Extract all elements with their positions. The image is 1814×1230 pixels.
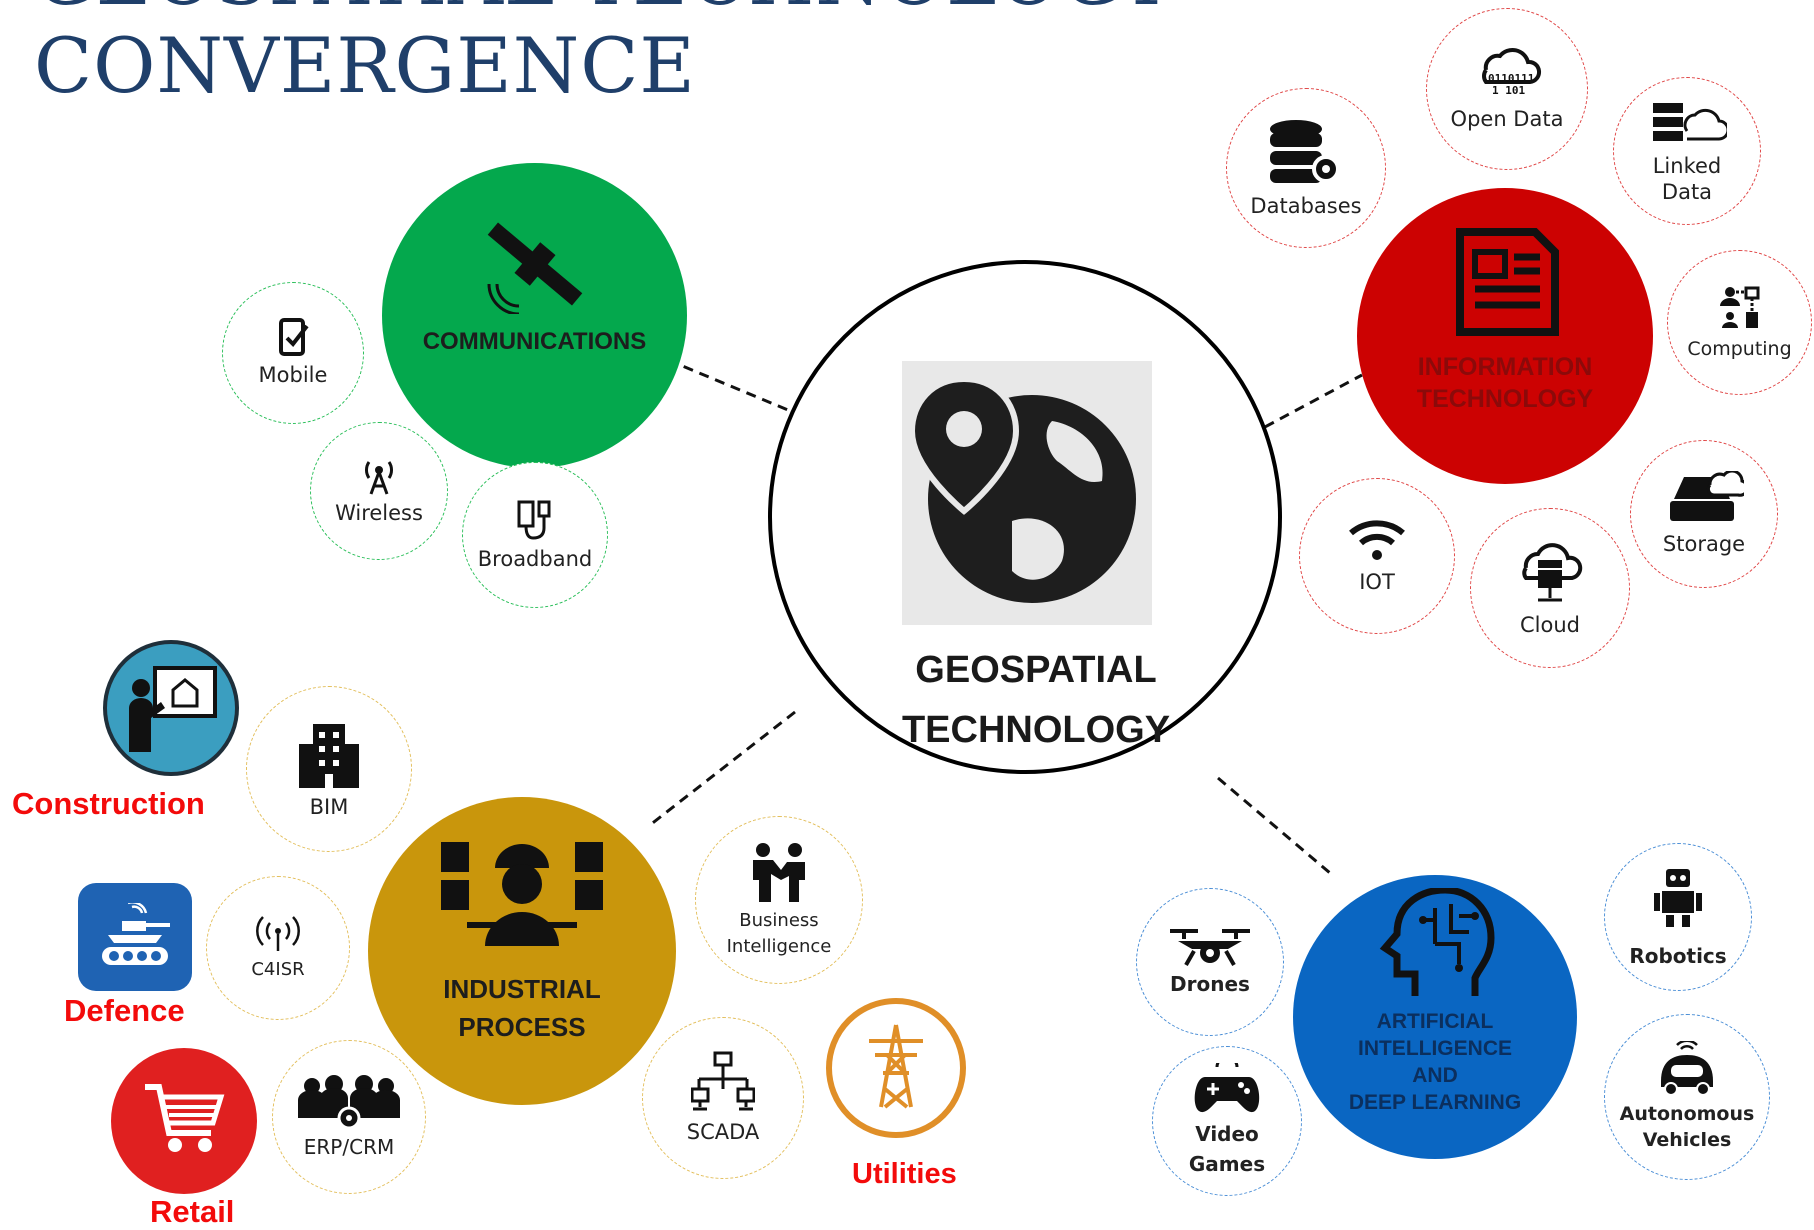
item-storage[interactable]: Storage bbox=[1630, 440, 1778, 588]
hub-communications-label: COMMUNICATIONS bbox=[422, 327, 647, 355]
signal-icon bbox=[250, 913, 306, 957]
item-scada[interactable]: SCADA bbox=[642, 1017, 804, 1179]
sector-utilities-label: Utilities bbox=[852, 1158, 957, 1190]
item-robotics[interactable]: Robotics bbox=[1604, 843, 1752, 991]
construction-icon bbox=[121, 658, 221, 758]
hub-communications: COMMUNICATIONS bbox=[382, 163, 687, 468]
autonomous-car-icon bbox=[1655, 1039, 1719, 1101]
mobile-icon bbox=[273, 318, 313, 362]
item-video-games[interactable]: Video Games bbox=[1152, 1046, 1302, 1196]
globe-pin-icon bbox=[902, 361, 1152, 625]
item-wireless[interactable]: Wireless bbox=[310, 422, 448, 560]
drone-icon bbox=[1168, 927, 1252, 971]
database-icon bbox=[1266, 117, 1346, 193]
connector-industrial bbox=[649, 710, 796, 827]
item-c4isr-label: C4ISR bbox=[251, 959, 305, 980]
storage-icon bbox=[1664, 469, 1749, 531]
sector-retail-badge bbox=[111, 1048, 257, 1194]
brain-circuit-icon bbox=[1375, 886, 1495, 1002]
computing-icon bbox=[1716, 284, 1764, 336]
sector-construction-label: Construction bbox=[12, 786, 205, 821]
connector-ai bbox=[1217, 776, 1331, 875]
sector-utilities-badge bbox=[826, 998, 966, 1138]
item-erp-crm[interactable]: ERP/CRM bbox=[272, 1040, 426, 1194]
item-cloud-label: Cloud bbox=[1520, 613, 1580, 637]
item-business-intelligence-label: Business Intelligence bbox=[726, 910, 832, 957]
title-line-2: CONVERGENCE bbox=[34, 21, 696, 110]
svg-text:1 101: 1 101 bbox=[1492, 84, 1525, 97]
hub-information-technology-label: INFORMATION TECHNOLOGY bbox=[1416, 353, 1594, 413]
item-linked-data-label: Linked Data bbox=[1652, 154, 1722, 204]
connector-communications bbox=[667, 358, 813, 422]
wifi-icon bbox=[1347, 517, 1407, 569]
hub-industrial-process: INDUSTRIAL PROCESS bbox=[368, 797, 676, 1105]
item-broadband[interactable]: Broadband bbox=[462, 462, 608, 608]
hub-ai-label: ARTIFICIAL INTELLIGENCE AND DEEP LEARNIN… bbox=[1348, 1010, 1522, 1114]
power-tower-icon bbox=[861, 1023, 931, 1113]
item-drones-label: Drones bbox=[1170, 972, 1250, 996]
handshake-icon bbox=[747, 840, 811, 908]
item-scada-label: SCADA bbox=[686, 1120, 760, 1144]
item-databases-label: Databases bbox=[1250, 194, 1362, 218]
item-c4isr[interactable]: C4ISR bbox=[206, 876, 350, 1020]
hub-industrial-process-label: INDUSTRIAL PROCESS bbox=[443, 974, 601, 1042]
item-computing[interactable]: Computing bbox=[1667, 250, 1812, 395]
worker-monitors-icon bbox=[437, 838, 607, 952]
item-wireless-label: Wireless bbox=[335, 501, 423, 525]
gamepad-icon bbox=[1191, 1055, 1263, 1119]
shopping-cart-icon bbox=[139, 1079, 229, 1163]
item-cloud[interactable]: Cloud bbox=[1470, 508, 1630, 668]
item-databases[interactable]: Databases bbox=[1226, 88, 1386, 248]
connector-information-technology bbox=[1249, 373, 1363, 437]
cloud-server-icon bbox=[1514, 538, 1586, 612]
sector-defence-label: Defence bbox=[64, 993, 185, 1028]
hub-information-technology: INFORMATION TECHNOLOGY bbox=[1357, 188, 1653, 484]
tank-icon bbox=[98, 901, 172, 971]
item-mobile[interactable]: Mobile bbox=[222, 282, 364, 424]
item-iot-label: IOT bbox=[1359, 570, 1395, 594]
item-storage-label: Storage bbox=[1662, 532, 1746, 556]
server-cloud-icon bbox=[1647, 97, 1730, 153]
robot-icon bbox=[1652, 865, 1704, 933]
item-business-intelligence[interactable]: Business Intelligence bbox=[695, 816, 863, 984]
item-linked-data[interactable]: Linked Data bbox=[1613, 77, 1761, 225]
sector-retail-label: Retail bbox=[150, 1194, 235, 1229]
item-autonomous-vehicles[interactable]: Autonomous Vehicles bbox=[1604, 1014, 1770, 1180]
item-computing-label: Computing bbox=[1687, 337, 1792, 360]
item-robotics-label: Robotics bbox=[1629, 944, 1727, 968]
item-video-games-label: Video Games bbox=[1188, 1122, 1266, 1176]
center-label: GEOSPATIAL TECHNOLOGY bbox=[901, 649, 1171, 751]
item-mobile-label: Mobile bbox=[258, 363, 328, 387]
antenna-icon bbox=[359, 456, 399, 500]
item-broadband-label: Broadband bbox=[477, 547, 593, 571]
item-bim[interactable]: BIM bbox=[246, 686, 412, 852]
item-erp-crm-label: ERP/CRM bbox=[303, 1135, 395, 1159]
item-autonomous-vehicles-label: Autonomous Vehicles bbox=[1619, 1103, 1755, 1151]
document-icon bbox=[1440, 227, 1570, 341]
item-open-data-label: Open Data bbox=[1450, 107, 1564, 131]
sector-defence-badge bbox=[78, 883, 192, 991]
building-icon bbox=[297, 718, 361, 794]
page-title: GEOSPATIAL TECHNOLOGY CONVERGENCE bbox=[34, 0, 1172, 110]
hub-ai: ARTIFICIAL INTELLIGENCE AND DEEP LEARNIN… bbox=[1293, 875, 1577, 1159]
item-drones[interactable]: Drones bbox=[1136, 888, 1284, 1036]
sector-construction-badge bbox=[103, 640, 239, 776]
item-iot[interactable]: IOT bbox=[1299, 478, 1455, 634]
network-icon bbox=[690, 1051, 756, 1119]
cable-icon bbox=[515, 498, 555, 546]
title-line-1: GEOSPATIAL TECHNOLOGY bbox=[34, 0, 1172, 22]
svg-text:0110111: 0110111 bbox=[1488, 72, 1535, 85]
item-bim-label: BIM bbox=[309, 795, 349, 819]
team-gear-icon bbox=[294, 1074, 404, 1134]
satellite-icon bbox=[475, 214, 595, 318]
